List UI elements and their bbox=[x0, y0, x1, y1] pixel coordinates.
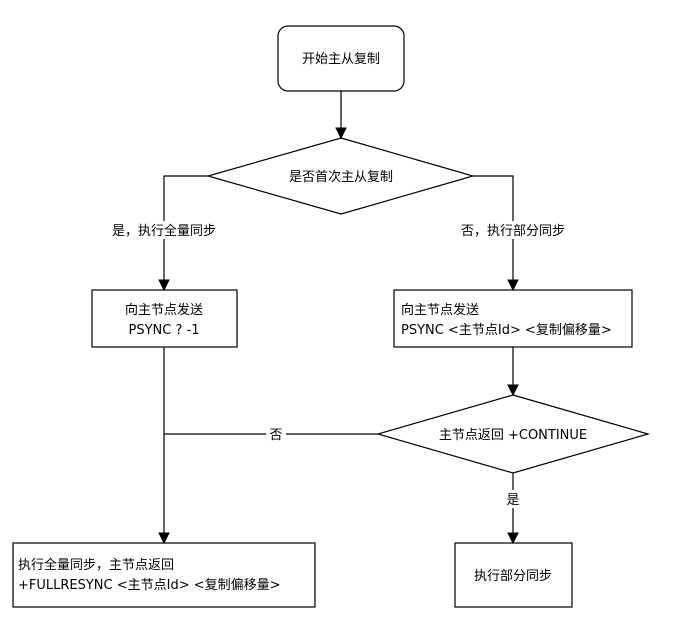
edge-label-yes: 是 bbox=[506, 493, 519, 508]
edge-partial-to-continue bbox=[507, 347, 519, 397]
decision-first-time: 是否首次主从复制 bbox=[205, 137, 476, 215]
decision-continue-label: 主节点返回 +CONTINUE bbox=[439, 428, 587, 443]
full-sync-line2: +FULLRESYNC <主节点Id> <复制偏移量> bbox=[18, 578, 281, 593]
send-partial-line1: 向主节点发送 bbox=[401, 302, 479, 318]
arrowhead-icon bbox=[158, 532, 170, 545]
arrowhead-icon bbox=[507, 279, 519, 292]
full-sync-line1: 执行全量同步，主节点返回 bbox=[18, 557, 174, 573]
edge-no-partial: 否，执行部分同步 bbox=[451, 175, 575, 292]
decision-continue: 主节点返回 +CONTINUE bbox=[375, 394, 651, 474]
arrowhead-icon bbox=[335, 127, 347, 140]
arrowhead-icon bbox=[507, 532, 519, 545]
start-label: 开始主从复制 bbox=[302, 52, 380, 67]
send-partial-psync-node: 向主节点发送 PSYNC <主节点Id> <复制偏移量> bbox=[393, 289, 633, 348]
decision-first-time-label: 是否首次主从复制 bbox=[289, 169, 393, 185]
start-node: 开始主从复制 bbox=[277, 25, 405, 92]
send-full-line1: 向主节点发送 bbox=[125, 302, 203, 318]
arrowhead-icon bbox=[158, 279, 170, 292]
partial-sync-node: 执行部分同步 bbox=[454, 542, 573, 608]
arrowhead-icon bbox=[507, 384, 519, 397]
edge-label-yes-full: 是，执行全量同步 bbox=[112, 223, 216, 239]
send-full-psync-node: 向主节点发送 PSYNC ? -1 bbox=[91, 289, 238, 348]
partial-sync-label: 执行部分同步 bbox=[474, 569, 552, 584]
edge-no: 否 bbox=[164, 426, 378, 444]
edge-label-no-partial: 否，执行部分同步 bbox=[461, 224, 565, 239]
send-partial-line2: PSYNC <主节点Id> <复制偏移量> bbox=[401, 323, 612, 338]
edge-label-no: 否 bbox=[269, 428, 282, 443]
edge-start-to-decision bbox=[335, 91, 347, 140]
edge-yes: 是 bbox=[503, 473, 523, 545]
full-sync-node: 执行全量同步，主节点返回 +FULLRESYNC <主节点Id> <复制偏移量> bbox=[12, 542, 316, 608]
edge-full-psync-to-full-sync bbox=[158, 347, 170, 545]
edge-yes-full: 是，执行全量同步 bbox=[104, 175, 226, 292]
send-full-line2: PSYNC ? -1 bbox=[129, 323, 200, 338]
